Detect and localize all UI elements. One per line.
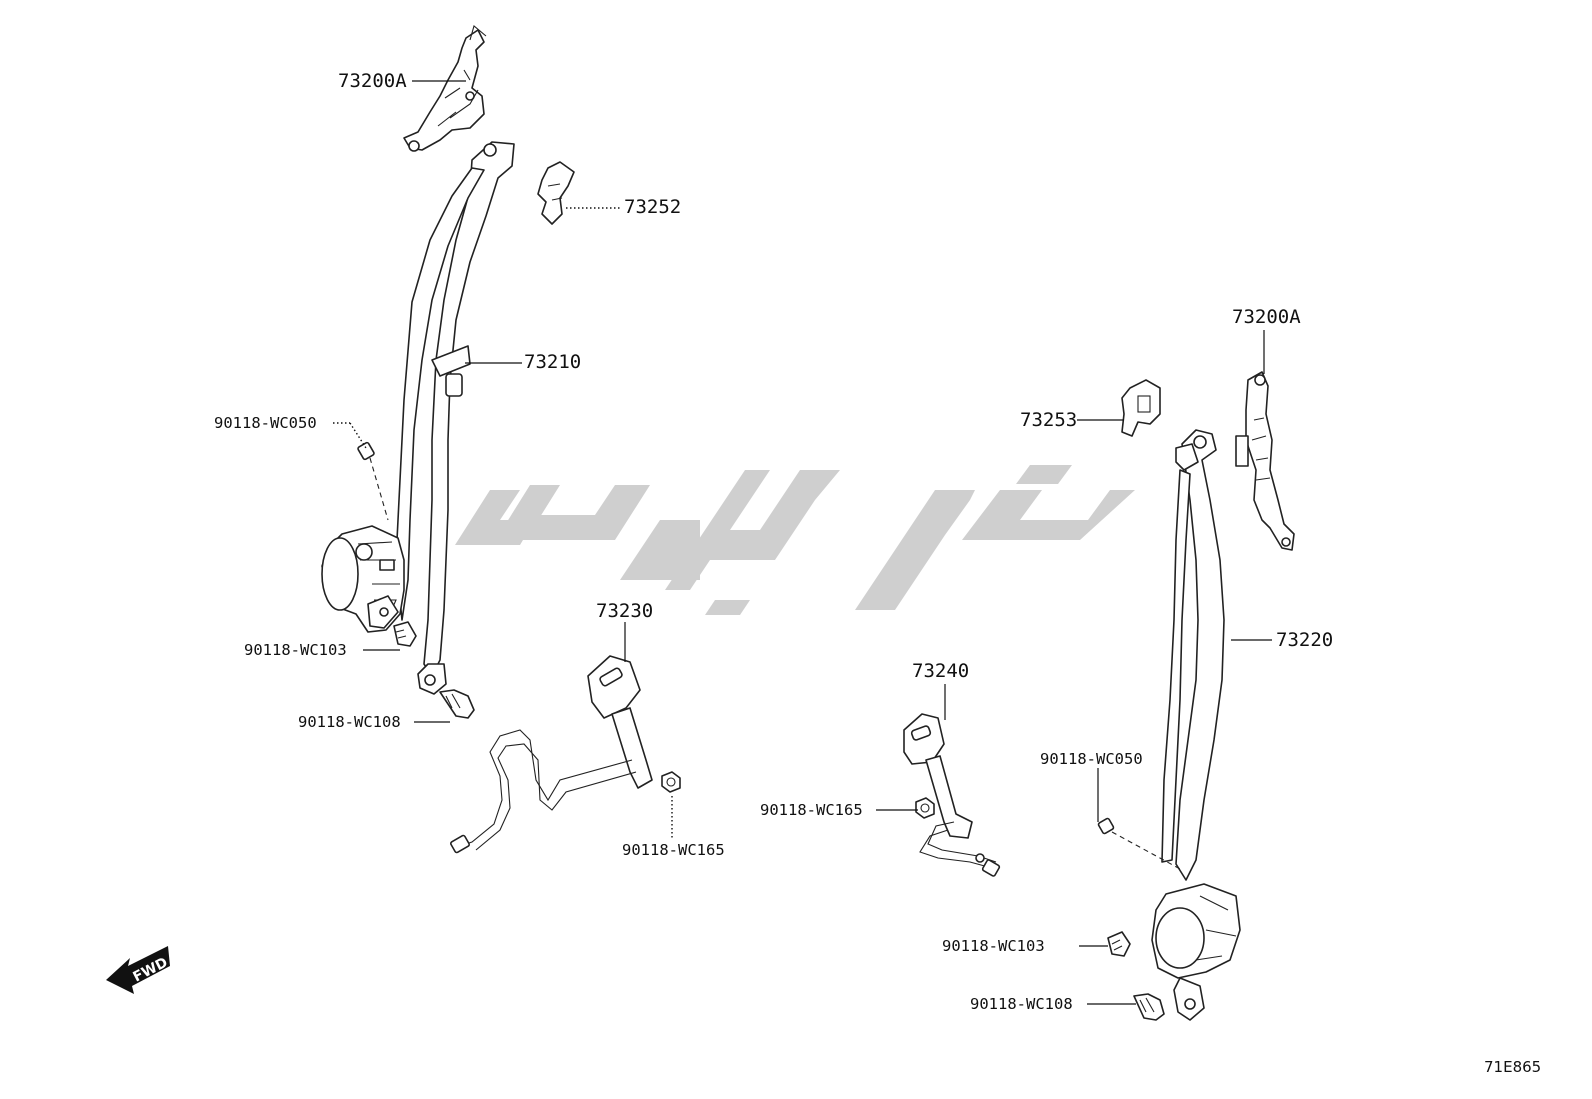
retractor-left bbox=[321, 525, 405, 633]
bolt-wc108-left bbox=[439, 689, 475, 719]
leader-lines bbox=[333, 80, 1272, 1005]
seat-belt-73220 bbox=[1161, 429, 1225, 881]
label-bolt-wc108-left: 90118-WC108 bbox=[298, 713, 401, 731]
label-belt-73220: 73220 bbox=[1276, 629, 1333, 651]
label-nut-wc165-left: 90118-WC165 bbox=[622, 841, 725, 859]
label-bolt-wc103-right: 90118-WC103 bbox=[942, 937, 1045, 955]
fwd-arrow-icon: FWD bbox=[106, 946, 170, 994]
bracket-73200a-right bbox=[1235, 371, 1295, 551]
label-bolt-wc050-left: 90118-WC050 bbox=[214, 414, 317, 432]
label-bracket-73200a-right: 73200A bbox=[1232, 306, 1301, 328]
bolt-wc050-left bbox=[357, 441, 389, 521]
label-buckle-73240: 73240 bbox=[912, 660, 969, 682]
label-bracket-73200a-left: 73200A bbox=[338, 70, 407, 92]
label-cover-73252: 73252 bbox=[624, 196, 681, 218]
cover-73253 bbox=[1121, 379, 1161, 437]
label-bolt-wc103-left: 90118-WC103 bbox=[244, 641, 347, 659]
bolt-wc108-right bbox=[1133, 993, 1165, 1021]
label-belt-73210: 73210 bbox=[524, 351, 581, 373]
reference-code: 71E865 bbox=[1484, 1058, 1541, 1076]
buckle-73240 bbox=[903, 713, 1001, 877]
bolt-wc050-right bbox=[1097, 817, 1183, 871]
bolt-wc103-right bbox=[1107, 931, 1131, 957]
buckle-73230 bbox=[450, 655, 653, 854]
nut-wc165-left bbox=[661, 771, 681, 793]
label-cover-73253: 73253 bbox=[1020, 409, 1077, 431]
label-buckle-73230: 73230 bbox=[596, 600, 653, 622]
bracket-73200a-left bbox=[403, 25, 487, 152]
watermark-logo bbox=[455, 465, 1135, 615]
retractor-right bbox=[1151, 883, 1241, 1021]
nut-wc165-right bbox=[915, 797, 935, 819]
cover-73252 bbox=[537, 161, 575, 225]
label-bolt-wc108-right: 90118-WC108 bbox=[970, 995, 1073, 1013]
label-bolt-wc050-right: 90118-WC050 bbox=[1040, 750, 1143, 768]
label-nut-wc165-right: 90118-WC165 bbox=[760, 801, 863, 819]
bolt-wc103-left bbox=[393, 621, 417, 647]
seat-belt-73210 bbox=[395, 141, 515, 695]
